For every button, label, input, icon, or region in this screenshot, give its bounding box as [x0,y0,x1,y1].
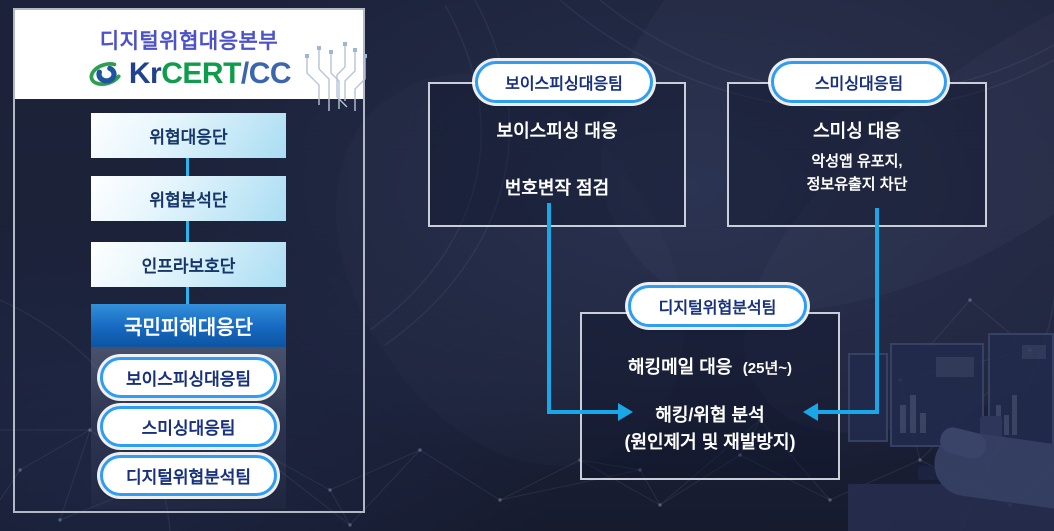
krcert-logo: KrCERT/CC [15,57,363,91]
voicephishing-task-2: 번호변작 점검 [504,178,610,198]
analysis-task-2: 해킹/위협 분석 [655,405,765,425]
analysis-task-1: 해킹메일 대응 (25년~) [580,353,840,379]
arrow-right-icon [618,403,633,421]
krcert-swoosh-icon [89,62,123,86]
voicephishing-box [428,82,686,227]
arrow-voicephishing-horizontal [547,410,620,414]
division-box-infra-protection: 인프라보호단 [91,242,286,287]
logo-kr: Kr [128,57,162,90]
analysis-box-pill: 디지털위협분석팀 [628,285,807,327]
pill-label: 스미싱대응팀 [814,76,904,93]
team-pill-digital-threat-analysis: 디지털위협분석팀 [100,455,277,496]
monitor-graphic [848,353,888,442]
analysis-task-1-main: 해킹메일 대응 [627,357,733,377]
monitor-graphic [890,343,984,447]
division-box-public-damage-response: 국민피해대응단 [91,304,286,347]
arrow-smishing-horizontal [817,410,879,414]
division-label: 위협대응단 [149,128,228,147]
division-label: 위협분석단 [149,191,228,210]
team-pill-smishing: 스미싱대응팀 [100,406,277,447]
analysis-box [580,312,840,480]
logo-cc: CC [248,57,292,90]
connector-line [186,287,189,304]
arrow-left-icon [803,403,818,421]
pill-label: 보이스피싱대응팀 [505,76,623,93]
smishing-task-1: 스미싱 대응 [813,121,901,141]
logo-cert: CERT [161,57,241,90]
connector-line [186,221,189,242]
division-label: 인프라보호단 [141,257,236,276]
pill-label: 디지털위협분석팀 [658,300,777,317]
voicephishing-box-pill: 보이스피싱대응팀 [475,61,653,103]
smishing-box-pill: 스미싱대응팀 [771,61,947,103]
circuit-decoration-icon [305,42,367,111]
analysis-task-3: (원인제거 및 재발방지) [624,432,796,452]
hq-title: 디지털위협대응본부 [99,30,279,53]
voicephishing-task-1: 보이스피싱 대응 [496,121,618,141]
team-pill-label: 보이스피싱대응팀 [125,370,252,389]
division-box-threat-analysis: 위협분석단 [91,176,286,221]
workstation-photo [848,288,1054,531]
smishing-box [727,82,987,227]
connector-line [186,158,189,176]
division-label: 국민피해대응단 [124,317,253,339]
krcert-logo-text: KrCERT/CC [128,57,292,91]
analysis-task-1-note: (25년~) [742,360,793,377]
team-pill-label: 디지털위협분석팀 [125,468,252,487]
team-pill-voicephishing: 보이스피싱대응팀 [100,357,277,398]
smishing-task-sub-1: 악성앱 유포지, [811,153,903,170]
division-box-threat-response: 위협대응단 [91,113,286,158]
logo-slash: / [240,57,249,90]
arrow-smishing-vertical [875,208,879,414]
arrow-voicephishing-vertical [547,203,551,414]
smishing-task-sub-2: 정보유출지 차단 [806,176,908,193]
team-pill-label: 스미싱대응팀 [141,419,236,438]
